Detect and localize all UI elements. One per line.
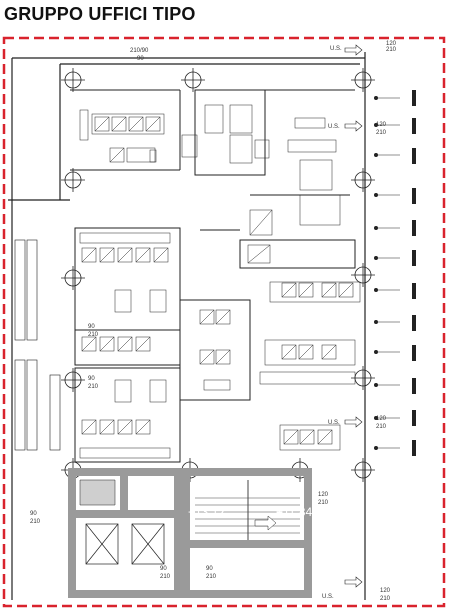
bottom-dim-e: 90 xyxy=(206,566,213,572)
service-blocks xyxy=(79,232,231,459)
exit-dim-4: 120 xyxy=(380,588,391,594)
exit-dim-2: 120 xyxy=(376,122,387,128)
bottom-dim-b: 210 xyxy=(30,519,41,525)
stair-door-dim2: 210 xyxy=(318,500,329,506)
level-label-b: +11.84 xyxy=(276,505,312,519)
exit-label-1: U.S. xyxy=(330,46,342,52)
door-dim-left-d: 210 xyxy=(88,384,99,390)
level-label-a: +13.12 xyxy=(188,505,225,519)
bottom-dim-c: 90 xyxy=(160,566,167,572)
exit-dim-3b: 210 xyxy=(376,424,387,430)
bottom-dim-d: 210 xyxy=(160,574,171,580)
door-label-top2: 90 xyxy=(137,56,144,62)
stair-treads xyxy=(195,480,300,540)
exit-dim-1b: 210 xyxy=(386,47,397,53)
interior-walls xyxy=(70,89,356,463)
bottom-dim-a: 90 xyxy=(30,511,37,517)
workstation-group-right xyxy=(259,281,361,451)
door-label-top: 210/90 xyxy=(130,48,149,54)
stair-door-dim: 120 xyxy=(318,492,329,498)
bottom-dim-f: 210 xyxy=(206,574,217,580)
exit-dim-4b: 210 xyxy=(380,596,391,602)
door-dim-left-b: 210 xyxy=(88,332,99,338)
plan-boundary xyxy=(2,36,446,608)
door-dim-left-c: 90 xyxy=(88,376,95,382)
stair-arrow xyxy=(254,515,277,531)
workstation-group-right-upper xyxy=(181,104,341,264)
exterior-walls xyxy=(8,52,366,600)
exit-label-3: U.S. xyxy=(328,420,340,426)
building-core xyxy=(68,468,312,598)
exit-label-4: U.S. xyxy=(322,594,334,600)
door-dim-left-a: 90 xyxy=(88,324,95,330)
page-title: GRUPPO UFFICI TIPO xyxy=(4,4,196,24)
exit-dim-1: 120 xyxy=(386,41,397,47)
facade-markers xyxy=(374,90,416,456)
workstation-group-top xyxy=(79,109,165,163)
exit-dim-3: 120 xyxy=(376,416,387,422)
exit-dim-2b: 210 xyxy=(376,130,387,136)
left-corridor-strips xyxy=(14,239,61,451)
exit-markers xyxy=(344,44,363,588)
exit-label-2: U.S. xyxy=(328,124,340,130)
